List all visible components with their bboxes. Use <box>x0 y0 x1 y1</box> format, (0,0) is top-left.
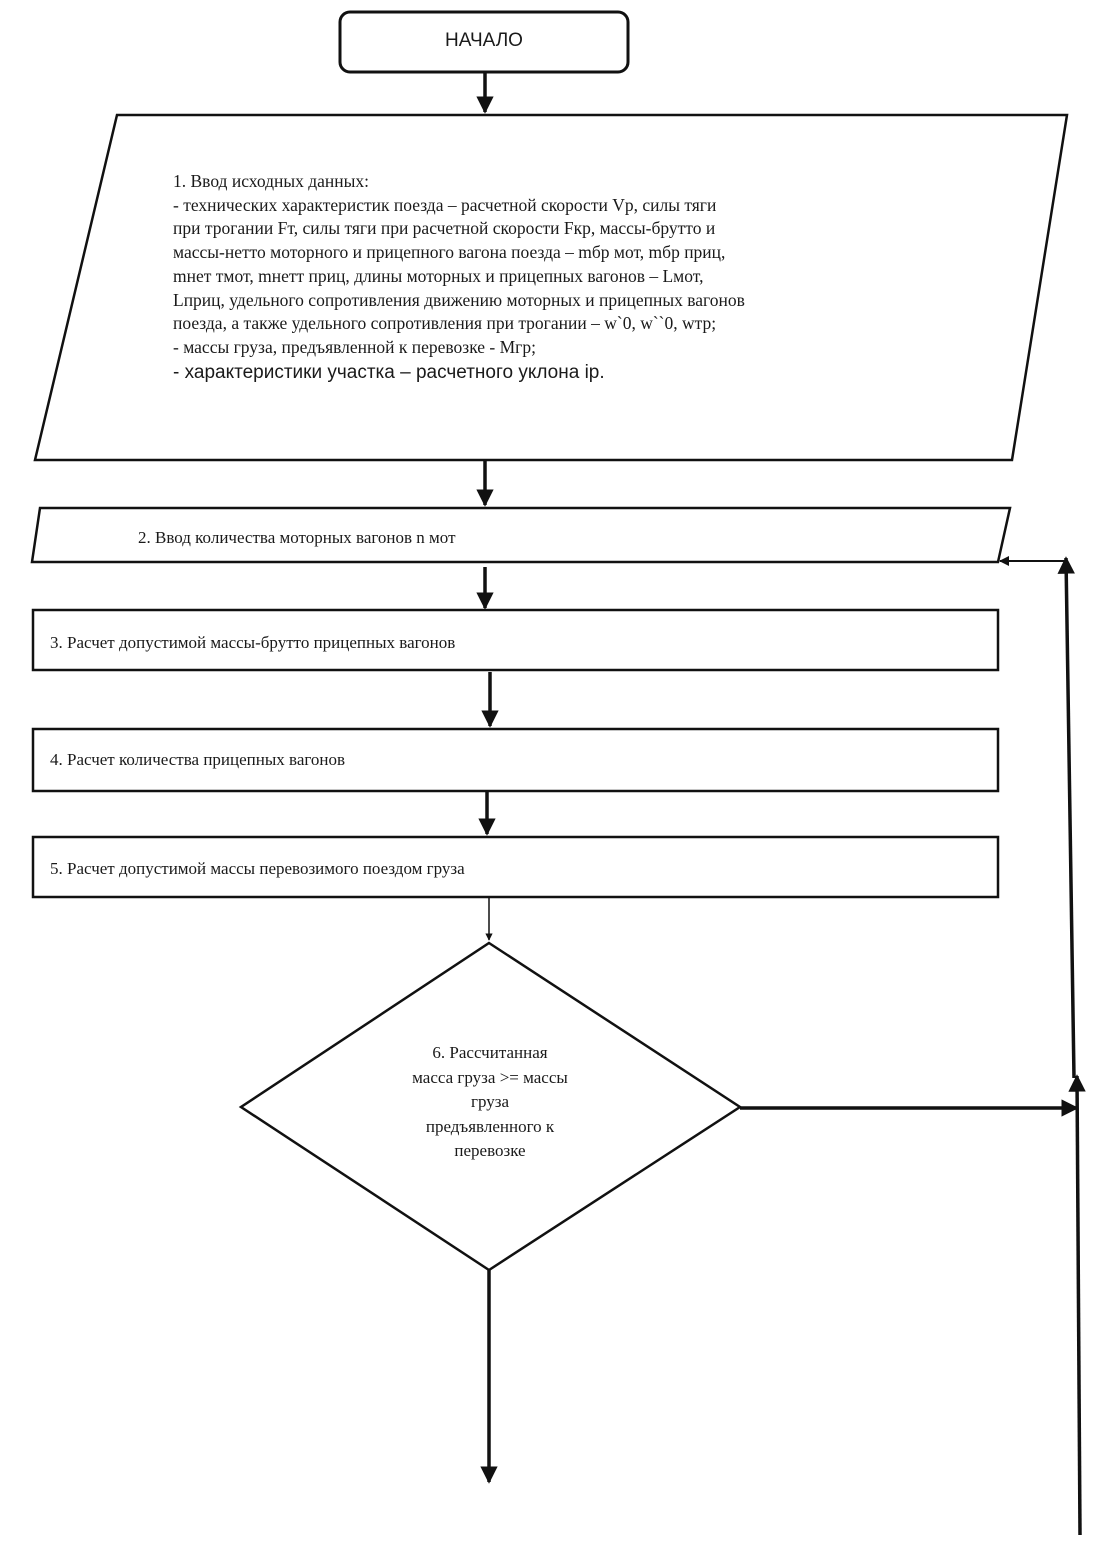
decision-line: предъявленного к <box>425 1116 555 1136</box>
step3-label: 3. Расчет допустимой массы-брутто прицеп… <box>50 633 456 652</box>
input-data-parallelogram <box>33 113 1069 462</box>
decision-line: масса груза >= массы <box>412 1067 568 1087</box>
input-data-line: поезда, а также удельного сопротивления … <box>173 313 717 334</box>
decision-text: 6. Рассчитанная масса груза >= массы гру… <box>340 1041 640 1164</box>
input-data-line: Lприц, удельного сопротивления движению … <box>173 289 745 310</box>
input-data-line: 1. Ввод исходных данных: <box>173 171 369 191</box>
input-data-line: - массы груза, предъявленной к перевозке… <box>173 336 536 357</box>
input-data-line: - характеристики участка – расчетного ук… <box>173 361 605 383</box>
input-data-line: mнет тмот, mнетт приц, длины моторных и … <box>173 265 704 286</box>
step5-label: 5. Расчет допустимой массы перевозимого … <box>50 859 465 878</box>
step4-label: 4. Расчет количества прицепных вагонов <box>50 750 346 769</box>
step3-process-box <box>31 608 1000 672</box>
step2-label: 2. Ввод количества моторных вагонов n мо… <box>138 528 456 547</box>
decision-line: 6. Рассчитанная <box>432 1043 548 1062</box>
input-data-line: - технических характеристик поезда – рас… <box>173 194 717 215</box>
loop-return-upper <box>1057 556 1076 1079</box>
decision-line: груза <box>470 1092 509 1111</box>
input-data-line: массы-нетто моторного и прицепного вагон… <box>173 242 726 263</box>
input-data-line: при трогании Fт, силы тяги при расчетной… <box>173 218 716 239</box>
start-label: НАЧАЛО <box>445 30 523 51</box>
input-motor-cars-parallelogram <box>30 506 1012 564</box>
loop-return-lower <box>1068 1074 1086 1536</box>
input-data-text: 1. Ввод исходных данных: - технических х… <box>173 170 745 384</box>
decision-line: перевозке <box>454 1141 526 1160</box>
step4-process-box <box>31 727 1000 793</box>
step5-process-box <box>31 835 1000 899</box>
